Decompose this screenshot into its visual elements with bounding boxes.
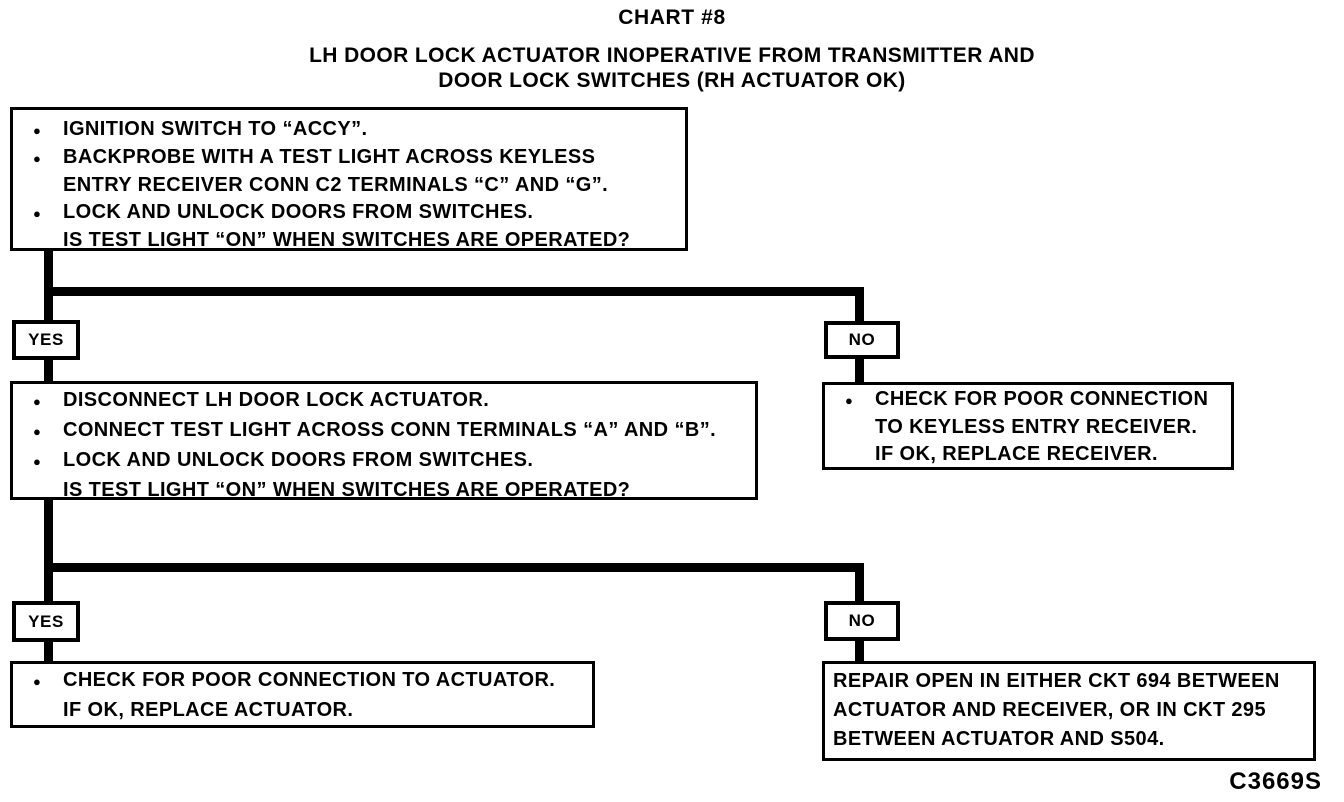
- step1-line: IS TEST LIGHT “ON” WHEN SWITCHES ARE OPE…: [63, 229, 631, 251]
- repair-open-line: BETWEEN ACTUATOR AND S504.: [833, 728, 1165, 750]
- chart-subtitle: LH DOOR LOCK ACTUATOR INOPERATIVE FROM T…: [0, 43, 1344, 93]
- connector-branch1-to-no1: [855, 287, 864, 323]
- yes-label: YES: [28, 330, 64, 349]
- chart-title: CHART #8: [618, 6, 726, 29]
- connector-yes2-to-check-actuator: [44, 640, 53, 663]
- no-label: NO: [848, 330, 876, 349]
- step1-line: ●BACKPROBE WITH A TEST LIGHT ACROSS KEYL…: [33, 144, 677, 172]
- yes2-label-box: YES: [12, 601, 80, 642]
- step2-line: ●LOCK AND UNLOCK DOORS FROM SWITCHES.: [33, 446, 747, 476]
- connector-no1-to-check-receiver: [855, 357, 864, 384]
- check-receiver-box: ●CHECK FOR POOR CONNECTION TO KEYLESS EN…: [822, 382, 1234, 470]
- bullet-icon: ●: [33, 454, 42, 469]
- no1-label-box: NO: [824, 321, 900, 359]
- bullet-icon: ●: [33, 206, 42, 221]
- bullet-icon: ●: [845, 393, 854, 408]
- bullet-icon: ●: [33, 424, 42, 439]
- bullet-icon: ●: [33, 394, 42, 409]
- yes-label: YES: [28, 611, 64, 631]
- figure-code: C3669S: [1229, 768, 1322, 795]
- check-receiver-line: ●CHECK FOR POOR CONNECTION: [845, 386, 1223, 414]
- chart-subtitle-line1: LH DOOR LOCK ACTUATOR INOPERATIVE FROM T…: [309, 44, 1035, 67]
- bullet-icon: ●: [33, 151, 42, 166]
- connector-no2-to-repair-open: [855, 639, 864, 663]
- check-receiver-line: IF OK, REPLACE RECEIVER.: [875, 443, 1158, 465]
- check-actuator-line: ●CHECK FOR POOR CONNECTION TO ACTUATOR.: [33, 666, 584, 696]
- step1-line: ●IGNITION SWITCH TO “ACCY”.: [33, 116, 677, 144]
- step1-line: ENTRY RECEIVER CONN C2 TERMINALS “C” AND…: [63, 174, 609, 196]
- no2-label-box: NO: [824, 601, 900, 641]
- repair-open-box: REPAIR OPEN IN EITHER CKT 694 BETWEEN AC…: [822, 661, 1316, 761]
- bullet-icon: ●: [33, 123, 42, 138]
- bullet-icon: ●: [33, 674, 42, 689]
- repair-open-line: REPAIR OPEN IN EITHER CKT 694 BETWEEN: [833, 670, 1280, 692]
- connector-branch1-horizontal: [44, 287, 864, 296]
- yes1-label-box: YES: [12, 320, 80, 360]
- connector-branch2-horizontal: [44, 563, 864, 572]
- step1-line: ●LOCK AND UNLOCK DOORS FROM SWITCHES.: [33, 199, 677, 227]
- check-receiver-line: TO KEYLESS ENTRY RECEIVER.: [875, 416, 1198, 438]
- check-actuator-line: IF OK, REPLACE ACTUATOR.: [63, 699, 354, 721]
- connector-yes1-to-step2: [44, 358, 53, 383]
- no-label: NO: [848, 611, 876, 630]
- connector-step2-to-yes2: [44, 497, 53, 603]
- connector-step1-to-yes1: [44, 248, 53, 322]
- repair-open-line: ACTUATOR AND RECEIVER, OR IN CKT 295: [833, 699, 1266, 721]
- step2-line: IS TEST LIGHT “ON” WHEN SWITCHES ARE OPE…: [63, 479, 631, 501]
- chart-subtitle-line2: DOOR LOCK SWITCHES (RH ACTUATOR OK): [438, 69, 906, 92]
- check-actuator-box: ●CHECK FOR POOR CONNECTION TO ACTUATOR. …: [10, 661, 595, 728]
- step1-box: ●IGNITION SWITCH TO “ACCY”. ●BACKPROBE W…: [10, 107, 688, 251]
- step2-box: ●DISCONNECT LH DOOR LOCK ACTUATOR. ●CONN…: [10, 381, 758, 501]
- step2-line: ●CONNECT TEST LIGHT ACROSS CONN TERMINAL…: [33, 416, 747, 446]
- connector-branch2-to-no2: [855, 563, 864, 603]
- step2-line: ●DISCONNECT LH DOOR LOCK ACTUATOR.: [33, 386, 747, 416]
